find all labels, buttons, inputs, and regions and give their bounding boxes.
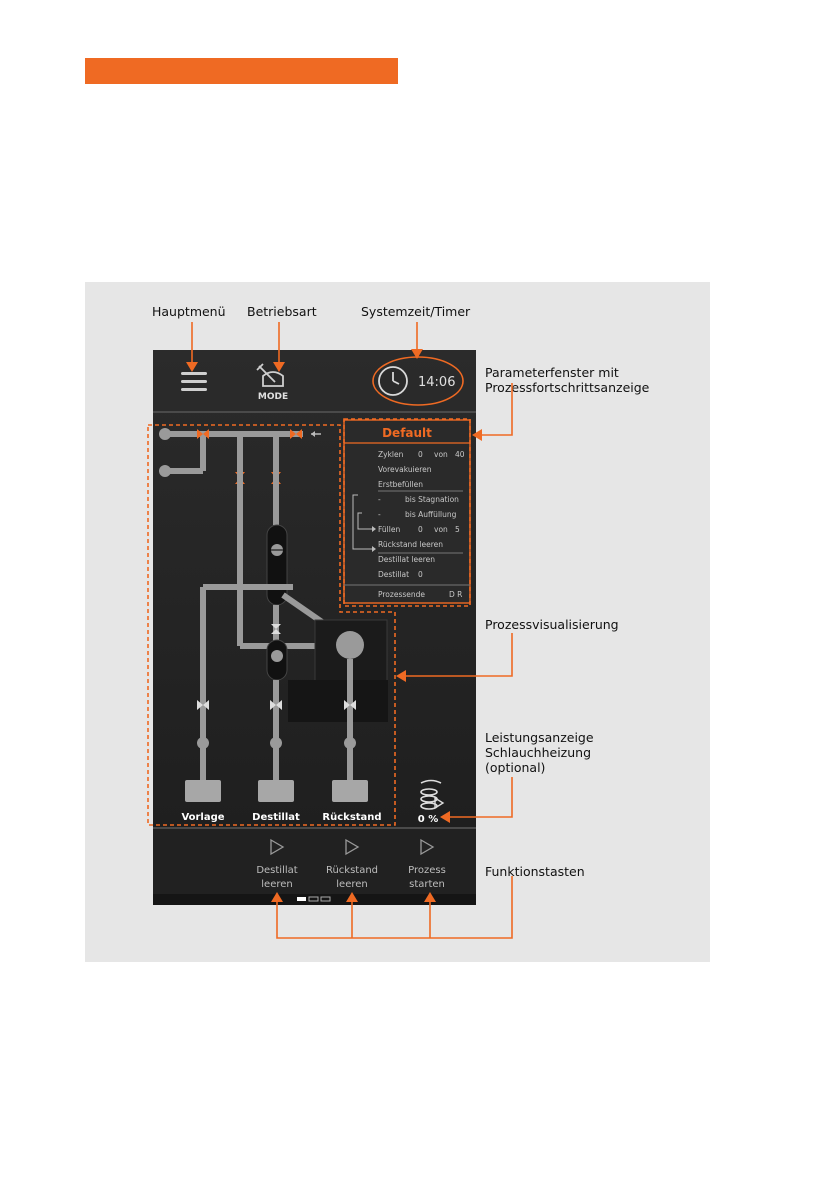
callout-hauptmenu: Hauptmenü	[152, 304, 226, 319]
valve-icon	[290, 429, 302, 439]
function-button-destillat-leeren[interactable]: Destillat leeren	[256, 838, 298, 890]
callout-leistung-line3: (optional)	[485, 760, 546, 775]
clock-icon[interactable]	[378, 366, 408, 396]
destillat-container	[258, 780, 294, 802]
param-row-value2: 40	[455, 450, 465, 459]
parameter-window	[343, 419, 471, 604]
mode-icon[interactable]	[256, 363, 284, 387]
param-row-label: Rückstand leeren	[378, 540, 443, 549]
callout-leistung-line1: Leistungsanzeige	[485, 730, 594, 745]
parameter-title: Default	[382, 426, 432, 440]
param-row-label: Füllen	[378, 525, 400, 534]
menu-icon[interactable]	[181, 372, 207, 391]
vacuum-pump-icon	[159, 428, 171, 440]
param-row-value: 0	[418, 525, 423, 534]
button-label-line1: Prozess	[408, 865, 446, 876]
callout-parameterfenster-line1: Parameterfenster mit	[485, 365, 619, 380]
function-button-rueckstand-leeren[interactable]: Rückstand leeren	[326, 838, 378, 890]
vorlage-container	[185, 780, 221, 802]
callout-funktionstasten: Funktionstasten	[485, 864, 585, 879]
param-row-label: Destillat	[378, 570, 409, 579]
page-indicator[interactable]	[297, 896, 331, 902]
param-row-mid: bis Stagnation	[405, 495, 459, 504]
play-icon	[420, 838, 435, 856]
callout-systemzeit: Systemzeit/Timer	[361, 304, 471, 319]
param-row-label: Vorevakuieren	[378, 465, 432, 474]
param-row-value: 0	[418, 450, 423, 459]
button-label-line2: leeren	[336, 879, 367, 890]
button-label-line1: Destillat	[256, 865, 297, 876]
param-row-label: Erstbefüllen	[378, 480, 423, 489]
param-row-label: Destillat leeren	[378, 555, 435, 564]
param-row-value2: D R	[449, 590, 462, 599]
param-row-value: 0	[418, 570, 423, 579]
callout-prozessvisualisierung: Prozessvisualisierung	[485, 617, 619, 632]
rueckstand-container	[332, 780, 368, 802]
callout-parameterfenster-line2: Prozessfortschrittsanzeige	[485, 380, 650, 395]
play-icon	[345, 838, 360, 856]
destillat-label: Destillat	[252, 812, 300, 823]
param-row-mid: bis Auffüllung	[405, 510, 457, 519]
heater-percent: 0 %	[418, 814, 438, 825]
param-row-label: Prozessende	[378, 590, 425, 599]
process-visualization	[159, 428, 388, 802]
device-screen-graphics: MODE 14:06	[153, 350, 476, 905]
callout-betriebsart: Betriebsart	[247, 304, 317, 319]
mode-label: MODE	[258, 392, 288, 402]
function-button-prozess-starten[interactable]: Prozess starten	[408, 838, 446, 890]
hose-heater-icon	[420, 779, 445, 810]
system-time[interactable]: 14:06	[418, 375, 455, 390]
play-icon	[270, 838, 285, 856]
residue-vessel-icon	[336, 631, 364, 659]
param-row-label: -	[378, 510, 381, 519]
rueckstand-label: Rückstand	[322, 812, 381, 823]
param-row-label: -	[378, 495, 381, 504]
param-row-mid: von	[434, 525, 448, 534]
valve-icon	[197, 429, 209, 439]
param-row-label: Zyklen	[378, 450, 404, 459]
device-screen: MODE 14:06	[153, 350, 476, 905]
callout-leistung-line2: Schlauchheizung	[485, 745, 592, 760]
button-label-line2: starten	[409, 879, 445, 890]
vorlage-label: Vorlage	[181, 812, 224, 823]
param-row-value2: 5	[455, 525, 460, 534]
param-row-mid: von	[434, 450, 448, 459]
button-label-line2: leeren	[261, 879, 292, 890]
parameter-rows: Zyklen 0 von 40 Vorevakuieren Erstbefüll…	[378, 450, 465, 599]
button-label-line1: Rückstand	[326, 865, 378, 876]
header-accent-bar	[85, 58, 398, 84]
